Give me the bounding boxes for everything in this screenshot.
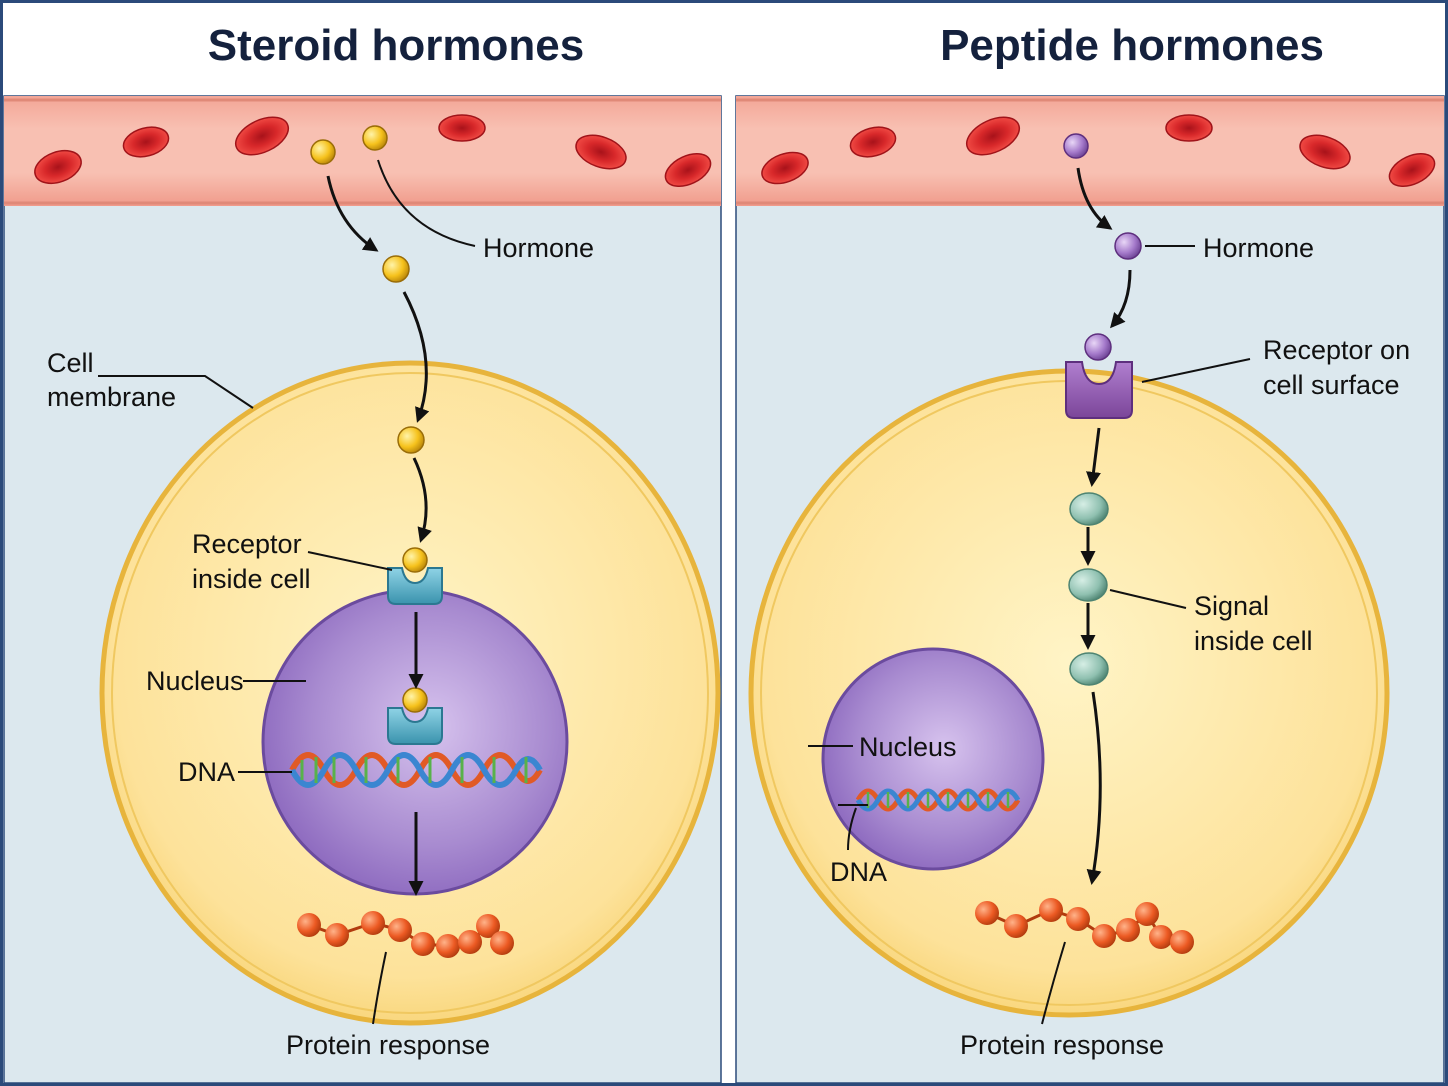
protein-bead (436, 934, 460, 958)
red-blood-cell (965, 116, 1021, 156)
steroid-flow-arrow (412, 457, 432, 543)
protein-bead (297, 913, 321, 937)
steroid-panel: Hormone Cell membrane Receptor inside ce… (3, 95, 722, 1084)
protein-bead (388, 918, 412, 942)
red-blood-cell (761, 151, 809, 185)
protein-bead (476, 914, 500, 938)
peptide-hormone-bound (1084, 333, 1112, 361)
label-cell-membrane-line2: membrane (47, 382, 176, 412)
label-signal-line1: Signal (1194, 591, 1269, 621)
protein-bead (1039, 898, 1063, 922)
steroid-hormone (362, 125, 388, 151)
red-blood-cell (438, 114, 486, 142)
label-receptor-line2: inside cell (192, 564, 311, 594)
peptide-nucleus (821, 647, 1045, 871)
steroid-hormone-in-nucleus (402, 687, 428, 713)
protein-bead (1149, 925, 1173, 949)
leader-protein (1041, 941, 1066, 1025)
label-cell-membrane-line1: Cell (47, 348, 94, 378)
protein-bead (1066, 907, 1090, 931)
peptide-flow-arrow (1086, 427, 1101, 487)
steroid-flow-arrow (402, 291, 430, 423)
peptide-red-blood-cells (761, 114, 1436, 187)
peptide-flow-arrow (1076, 167, 1113, 230)
steroid-receptor-top (387, 567, 443, 605)
label-receptor-line1: Receptor on (1263, 335, 1410, 365)
peptide-title: Peptide hormones (940, 21, 1324, 70)
steroid-receptor-nucleus (387, 707, 443, 745)
steroid-protein-chain (297, 911, 514, 958)
protein-bead (361, 911, 385, 935)
leader-signal (1109, 589, 1187, 609)
protein-bead (325, 923, 349, 947)
steroid-red-blood-cells (34, 114, 712, 187)
leader-receptor (1141, 358, 1251, 383)
peptide-panel: Hormone Receptor on cell surface Signal … (735, 95, 1445, 1084)
red-blood-cell (849, 126, 897, 158)
steroid-hormone (397, 426, 425, 454)
label-hormone: Hormone (483, 233, 594, 263)
leader-dna (838, 804, 868, 851)
red-blood-cell (664, 153, 712, 187)
red-blood-cell (575, 134, 627, 170)
peptide-dna-helix (855, 788, 1021, 812)
label-receptor-line1: Receptor (192, 529, 302, 559)
label-signal-line2: inside cell (1194, 626, 1313, 656)
label-nucleus: Nucleus (146, 666, 244, 696)
protein-bead (1004, 914, 1028, 938)
red-blood-cell (1165, 114, 1213, 142)
peptide-hormone (1063, 133, 1089, 159)
protein-bead (975, 901, 999, 925)
label-protein-response: Protein response (960, 1030, 1164, 1060)
red-blood-cell (234, 116, 290, 156)
dna-strand (855, 788, 1021, 812)
protein-bead (1092, 924, 1116, 948)
red-blood-cell (1388, 153, 1436, 187)
label-nucleus: Nucleus (859, 732, 957, 762)
label-dna: DNA (830, 857, 887, 887)
steroid-hormone-bound (402, 547, 428, 573)
steroid-title: Steroid hormones (208, 21, 585, 70)
leader-cell-membrane (98, 375, 254, 409)
signal-molecule (1069, 492, 1109, 526)
leader-hormone (377, 159, 476, 247)
peptide-protein-chain (975, 898, 1194, 954)
label-dna: DNA (178, 757, 235, 787)
red-blood-cell (122, 126, 170, 158)
protein-bead (1135, 902, 1159, 926)
red-blood-cell (1299, 134, 1351, 170)
label-hormone: Hormone (1203, 233, 1314, 263)
steroid-dna-helix (289, 752, 543, 788)
signal-molecule (1069, 652, 1109, 686)
steroid-hormone (382, 255, 410, 283)
leader-protein (372, 951, 387, 1025)
protein-bead (411, 932, 435, 956)
protein-bead (490, 931, 514, 955)
red-blood-cell (34, 149, 82, 185)
steroid-cell-membrane-inner (111, 372, 709, 1014)
peptide-hormone (1114, 232, 1142, 260)
steroid-flow-arrow (326, 175, 379, 252)
steroid-hormone (310, 139, 336, 165)
protein-bead (1116, 918, 1140, 942)
peptide-flow-arrow (1086, 691, 1102, 885)
leader-receptor (307, 551, 393, 571)
peptide-receptor-surface (1065, 361, 1133, 419)
protein-bead (1170, 930, 1194, 954)
label-protein-response: Protein response (286, 1030, 490, 1060)
peptide-flow-arrow (1110, 269, 1132, 329)
label-receptor-line2: cell surface (1263, 370, 1400, 400)
protein-bead (458, 930, 482, 954)
signal-molecule (1068, 568, 1108, 602)
